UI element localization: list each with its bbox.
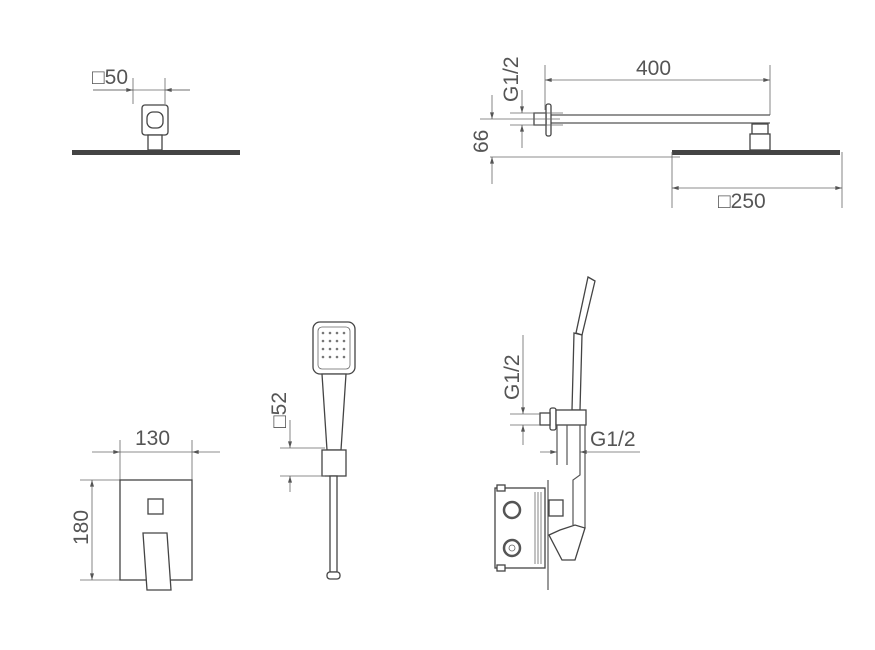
- hand-shower-view: □52: [268, 321, 356, 580]
- dim-label-g12-arm: G1/2: [500, 56, 523, 102]
- rain-plate: [72, 150, 240, 155]
- dim-label-g12-side: G1/2: [590, 428, 636, 451]
- dim-label-50: □50: [92, 66, 128, 89]
- dim-label-g12-outlet: G1/2: [501, 354, 524, 400]
- dim-label-180: 180: [70, 510, 93, 545]
- mixer-plate-front-view: 130 180: [70, 427, 220, 591]
- installation-side-view: G1/2 G1/2: [494, 275, 640, 590]
- dim-label-52: □52: [268, 392, 291, 428]
- dim-label-250: □250: [718, 190, 766, 213]
- dim-label-400: 400: [636, 57, 671, 80]
- dim-label-66: 66: [470, 130, 493, 153]
- shower-head-front-view: □50: [72, 66, 240, 155]
- dim-label-130: 130: [135, 427, 170, 450]
- shower-arm-side-view: 400 G1/2 66 □250: [470, 56, 843, 213]
